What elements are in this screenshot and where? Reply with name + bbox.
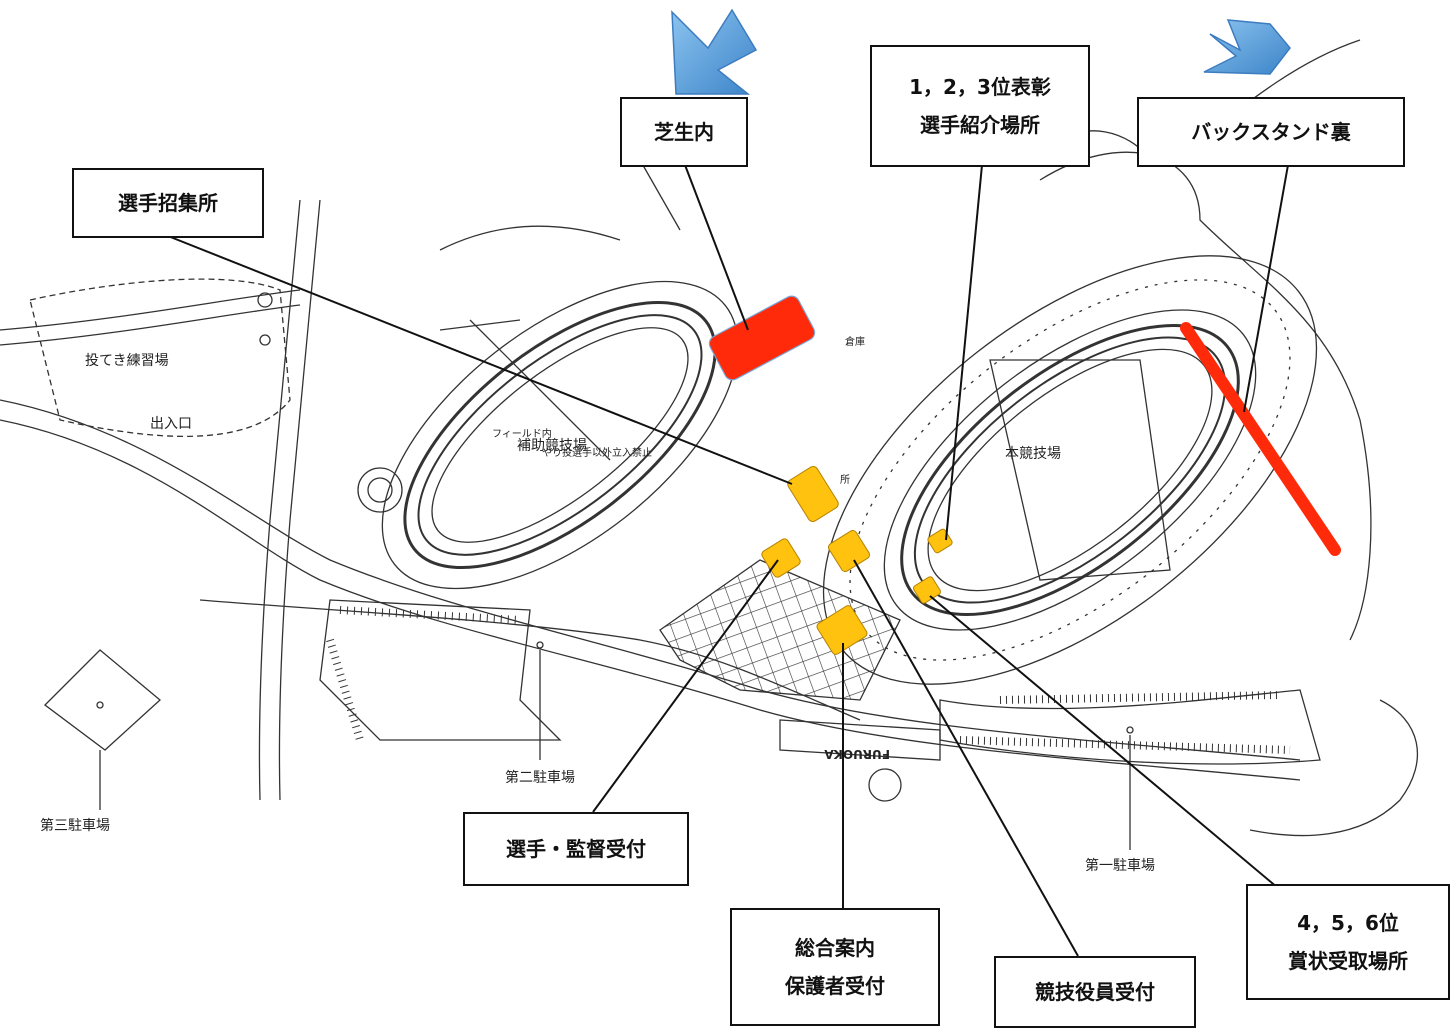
callout-lawn: 芝生内 (620, 97, 748, 167)
callout-podium-line1: 1，2，3位表彰 (909, 75, 1051, 99)
zone-call-room (787, 466, 839, 522)
arrow-down-left-icon (671, 8, 758, 95)
callout-podium-line2: 選手紹介場所 (920, 113, 1040, 137)
map-linework (0, 39, 1419, 850)
label-parking-3: 第三駐車場 (40, 817, 110, 834)
label-parking-2: 第二駐車場 (505, 769, 575, 786)
callout-general-info-line1: 総合案内 (795, 936, 875, 960)
label-aux-field: フィールド内 (492, 427, 552, 440)
callout-backstand: バックスタンド裏 (1137, 97, 1405, 167)
callout-call-room-text: 選手招集所 (118, 191, 218, 215)
label-storage: 倉庫 (845, 335, 865, 348)
zone-lawn (708, 295, 816, 381)
label-throwing-practice: 投てき練習場 (85, 353, 169, 369)
callout-award-456: 4，5，6位 賞状受取場所 (1246, 884, 1450, 1000)
label-main-stadium: 本競技場 (1005, 446, 1061, 462)
callout-award-456-line2: 賞状受取場所 (1288, 949, 1408, 973)
callout-general-info-line2: 保護者受付 (785, 974, 885, 998)
callout-athlete-reception: 選手・監督受付 (463, 812, 689, 886)
callout-podium: 1，2，3位表彰 選手紹介場所 (870, 45, 1090, 167)
label-furuoka: FURUOKA (824, 747, 890, 761)
arrow-down-right-icon (1203, 19, 1291, 75)
callout-call-room: 選手招集所 (72, 168, 264, 238)
label-javelin-notice: やり投選手以外立入禁止 (542, 446, 652, 459)
leader-lines (167, 164, 1289, 957)
callout-backstand-text: バックスタンド裏 (1191, 120, 1351, 144)
callout-officials-text: 競技役員受付 (1035, 980, 1155, 1004)
callout-officials: 競技役員受付 (994, 956, 1196, 1028)
callout-athlete-reception-text: 選手・監督受付 (506, 837, 646, 861)
zone-general-info (816, 605, 868, 655)
callout-award-456-line1: 4，5，6位 (1297, 911, 1399, 935)
label-aux-stadium: 補助競技場 (517, 438, 587, 454)
label-entrance: 出入口 (150, 416, 192, 432)
label-place: 所 (840, 474, 850, 486)
label-parking-1: 第一駐車場 (1085, 857, 1155, 874)
zone-backstand (1180, 322, 1341, 556)
callout-lawn-text: 芝生内 (654, 120, 714, 144)
callout-general-info: 総合案内 保護者受付 (730, 908, 940, 1026)
